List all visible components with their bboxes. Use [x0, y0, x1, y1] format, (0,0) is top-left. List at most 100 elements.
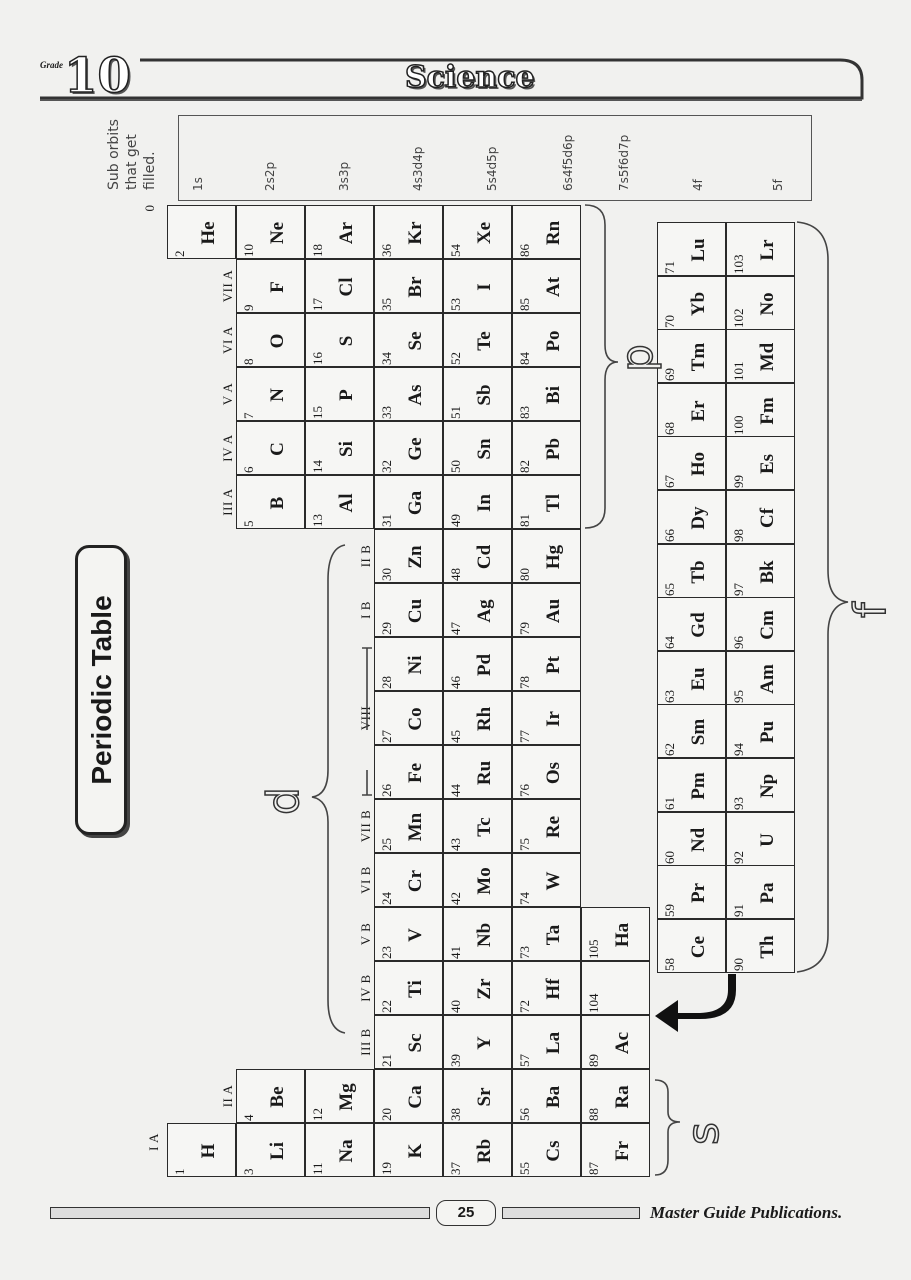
subject-title: Science: [404, 59, 535, 96]
page-number: 25: [436, 1200, 496, 1226]
arrow-icon: [655, 974, 736, 1032]
d-block-label: d: [257, 786, 310, 815]
header-bar: [40, 58, 864, 101]
grade-label: Grade: [40, 60, 63, 70]
footer-bar-left: [50, 1207, 430, 1219]
f-block-label: f: [844, 602, 897, 619]
p-block-brace: [584, 204, 619, 529]
footer-bar-right: [502, 1207, 640, 1219]
f-block-brace: [796, 221, 849, 973]
sub-orbits-box: 1s 2s2p 3s3p 4s3d4p 5s4d5p 6s4f5d6p 7s5f…: [178, 115, 812, 201]
s-block-brace: [654, 1079, 681, 1176]
grade-number: 10: [63, 48, 131, 104]
